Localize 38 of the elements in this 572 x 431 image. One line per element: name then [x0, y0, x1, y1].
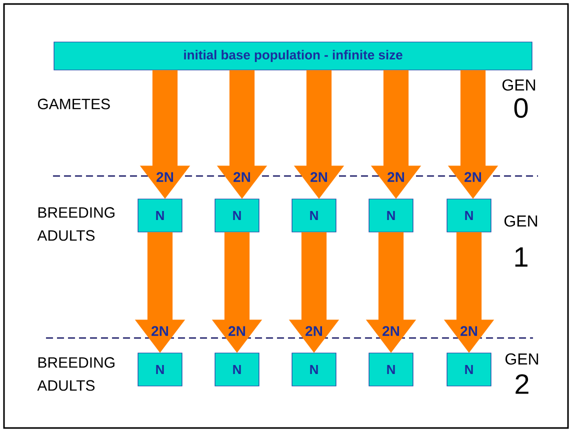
block-arrow	[370, 70, 422, 199]
edge-label: 2N	[382, 326, 400, 336]
block-arrow	[216, 70, 268, 199]
population-box: N	[292, 198, 336, 232]
edge-label: 2N	[232, 172, 252, 182]
edge-label: 2N	[150, 326, 170, 336]
edge-label: 2N	[228, 326, 246, 336]
population-box: N	[138, 352, 182, 386]
block-arrow	[134, 232, 186, 353]
block-arrow	[140, 70, 190, 199]
edge-label: 2N	[460, 326, 478, 336]
population-box: N	[368, 198, 414, 232]
banner-box: initial base population - infinite size	[54, 42, 532, 70]
population-box: N	[214, 198, 260, 232]
block-arrow	[448, 70, 498, 199]
row-label: BREEDING ADULTS	[37, 207, 114, 241]
population-box: N	[214, 352, 260, 386]
generation-number: 1	[515, 247, 528, 267]
generation-label: GEN	[505, 353, 538, 365]
edge-label: 2N	[304, 326, 324, 336]
generation-number: 0	[514, 98, 528, 118]
edge-label: 2N	[464, 172, 482, 182]
population-box: N	[446, 198, 492, 232]
edge-label: 2N	[156, 172, 174, 182]
population-box: N	[292, 352, 336, 386]
block-arrow	[294, 70, 344, 199]
generation-number: 2	[516, 374, 528, 394]
population-box: N	[368, 352, 414, 386]
block-arrow	[288, 232, 340, 353]
population-box: N	[138, 198, 182, 232]
row-label: BREEDING ADULTS	[37, 357, 114, 391]
block-arrow	[212, 232, 262, 353]
population-box: N	[446, 352, 492, 386]
edge-label: 2N	[310, 172, 328, 182]
row-label: GAMETES	[38, 98, 110, 110]
edge-label: 2N	[386, 172, 406, 182]
block-arrow	[444, 232, 494, 353]
block-arrow	[366, 232, 416, 353]
